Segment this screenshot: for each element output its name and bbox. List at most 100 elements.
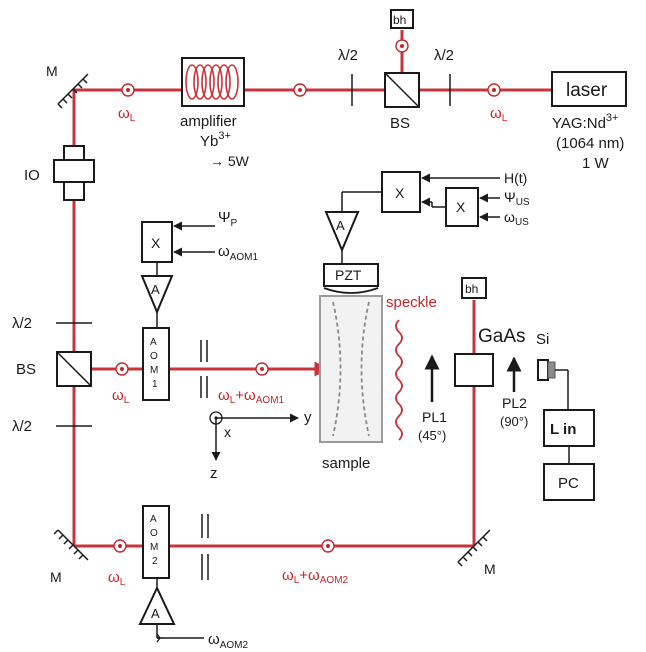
gaas-crystal: GaAs xyxy=(454,326,526,387)
svg-text:O: O xyxy=(150,528,158,539)
fiber-amplifier: amplifier Yb3+ → 5W xyxy=(180,57,250,169)
svg-text:bh: bh xyxy=(393,13,406,27)
laser-label: laser xyxy=(566,80,608,101)
mirror-label-bottom-right: M xyxy=(484,561,496,577)
svg-text:ωL+ωAOM2: ωL+ωAOM2 xyxy=(282,567,349,586)
aom1-amplifier: A xyxy=(140,262,174,328)
psi-us-label: ΨUS xyxy=(504,189,530,208)
psi-p-label: ΨP xyxy=(218,209,238,229)
svg-text:PL2: PL2 xyxy=(502,395,527,411)
svg-text:L in: L in xyxy=(550,421,576,438)
svg-text:A: A xyxy=(150,337,157,348)
mirror-bottom-left: M xyxy=(50,529,89,585)
laser-wavelength-label: (1064 nm) xyxy=(556,135,624,152)
svg-text:ωL+ωAOM1: ωL+ωAOM1 xyxy=(218,387,285,406)
optical-isolator: IO xyxy=(24,145,95,201)
aperture-aom2 xyxy=(201,514,209,580)
pzt-amplifier: A xyxy=(324,191,382,264)
omega-us-label: ωUS xyxy=(504,209,529,228)
svg-text:X: X xyxy=(395,185,405,201)
pol-marker-top-3 xyxy=(487,83,501,97)
polarizer-pl1: PL1 (45°) xyxy=(418,354,447,443)
aom1-mixer: X ΨP ωAOM1 xyxy=(141,209,258,263)
speckle-pattern: speckle xyxy=(386,294,437,441)
svg-text:2: 2 xyxy=(152,556,158,567)
beam-splitter-left: BS xyxy=(16,351,92,387)
half-wave-plate-top-1: λ/2 xyxy=(338,47,358,106)
h-t-label: H(t) xyxy=(504,170,527,186)
mirror-label-top-left: M xyxy=(46,63,58,79)
svg-text:λ/2: λ/2 xyxy=(434,47,454,64)
omega-l-plus-aom1-label: ωL+ωAOM1 xyxy=(218,387,285,406)
half-wave-plate-left-2: λ/2 xyxy=(12,418,92,435)
si-label: Si xyxy=(536,331,549,348)
aom2-modulator: A O M 2 xyxy=(142,505,170,579)
svg-text:PC: PC xyxy=(558,475,579,492)
svg-text:X: X xyxy=(456,199,466,215)
svg-text:(90°): (90°) xyxy=(500,414,528,429)
polarizer-pl2: PL2 (90°) xyxy=(500,356,528,429)
svg-text:(45°): (45°) xyxy=(418,428,446,443)
axis-y-label: y xyxy=(304,409,312,426)
pzt-transducer: PZT xyxy=(323,263,379,294)
svg-text:ωL: ωL xyxy=(118,105,136,124)
omega-aom2-label: ωAOM2 xyxy=(208,631,248,651)
svg-text:O: O xyxy=(150,351,158,362)
svg-text:IO: IO xyxy=(24,167,40,184)
pzt-mixer-1: X xyxy=(381,171,421,213)
si-detector: Si xyxy=(536,331,569,410)
omega-l-plus-aom2-label: ωL+ωAOM2 xyxy=(282,567,349,586)
pol-marker-bottom-1 xyxy=(113,539,127,553)
pol-marker-top-2 xyxy=(293,83,307,97)
sample-cell: sample xyxy=(319,295,383,472)
svg-text:ωL: ωL xyxy=(490,105,508,124)
mirror-top-left: M xyxy=(46,63,89,109)
laser-source: laser YAG:Nd3+ (1064 nm) 1 W xyxy=(551,71,627,172)
omega-l-label-left: ωL xyxy=(112,387,130,406)
aom1-modulator: A O M 1 xyxy=(142,327,170,401)
amplifier-yb-label: Yb3+ xyxy=(200,130,231,150)
coordinate-axes: y x z xyxy=(209,409,312,482)
polarization-markers xyxy=(113,39,501,553)
svg-text:1: 1 xyxy=(152,379,158,390)
omega-l-label-top-2: ωL xyxy=(490,105,508,124)
beam-splitter-top: BS xyxy=(384,72,420,132)
svg-text:A: A xyxy=(151,606,160,621)
gaas-label: GaAs xyxy=(478,326,526,347)
pzt-mixer-2: X xyxy=(421,187,479,227)
half-wave-plate-left-1: λ/2 xyxy=(12,315,92,332)
laser-power-label: 1 W xyxy=(582,155,610,172)
svg-text:λ/2: λ/2 xyxy=(12,315,32,332)
svg-text:M: M xyxy=(150,542,158,553)
speckle-label: speckle xyxy=(386,294,437,311)
pol-marker-bs-up xyxy=(395,39,409,53)
svg-text:M: M xyxy=(150,365,158,376)
svg-text:PZT: PZT xyxy=(335,267,362,283)
sample-label: sample xyxy=(322,455,370,472)
lock-in-amplifier: L in xyxy=(543,409,595,464)
svg-text:X: X xyxy=(151,235,161,251)
half-wave-plate-top-2: λ/2 xyxy=(434,47,454,106)
pzt-signal-inputs: H(t) ΨUS ωUS xyxy=(421,170,530,228)
pol-marker-top-1 xyxy=(121,83,135,97)
svg-text:λ/2: λ/2 xyxy=(12,418,32,435)
omega-l-label-bottom: ωL xyxy=(108,569,126,588)
omega-aom1-label: ωAOM1 xyxy=(218,243,258,263)
aperture-aom1 xyxy=(200,340,208,398)
pol-marker-bottom-2 xyxy=(321,539,335,553)
svg-text:A: A xyxy=(151,282,160,297)
svg-text:PL1: PL1 xyxy=(422,409,447,425)
mirror-bottom-right: M xyxy=(457,529,496,577)
amplifier-power-label: → 5W xyxy=(210,153,250,169)
laser-yag-label: YAG:Nd3+ xyxy=(552,112,618,132)
svg-text:BS: BS xyxy=(16,361,36,378)
svg-text:A: A xyxy=(336,218,345,233)
mirror-label-bottom-left: M xyxy=(50,569,62,585)
omega-l-label-top-1: ωL xyxy=(118,105,136,124)
pol-marker-aom1-left xyxy=(115,362,129,376)
beam-blocker-right: bh xyxy=(461,277,487,299)
svg-text:BS: BS xyxy=(390,115,410,132)
svg-text:λ/2: λ/2 xyxy=(338,47,358,64)
pc: PC xyxy=(543,463,595,501)
aom2-amplifier: A ωAOM2 xyxy=(138,578,248,651)
